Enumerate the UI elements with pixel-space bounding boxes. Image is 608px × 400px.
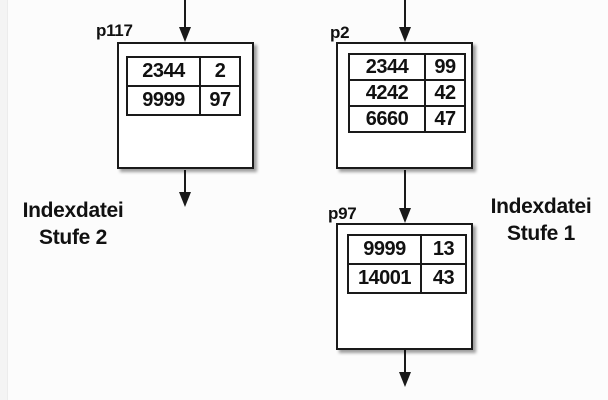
node-label-p97: p97 bbox=[328, 204, 357, 223]
arrow-line-p2-to-p97 bbox=[404, 170, 406, 209]
pointer-cell: 47 bbox=[424, 105, 466, 133]
page-edge-strip bbox=[0, 0, 8, 400]
arrowhead-down-icon bbox=[179, 27, 191, 42]
node-label-p2: p2 bbox=[330, 23, 350, 42]
node-label-p117: p117 bbox=[96, 21, 133, 40]
caption-line-1: Indexdatei bbox=[490, 195, 592, 218]
caption-indexdatei-stufe-1: Indexdatei Stufe 1 bbox=[476, 193, 606, 247]
arrow-line-into-p2 bbox=[404, 0, 406, 28]
pointer-cell: 43 bbox=[420, 263, 467, 294]
caption-line-2: Stufe 1 bbox=[507, 222, 575, 245]
key-cell: 9999 bbox=[347, 234, 422, 265]
pointer-cell: 2 bbox=[199, 56, 241, 87]
pointer-cell: 42 bbox=[424, 79, 466, 107]
arrowhead-down-icon bbox=[399, 208, 411, 223]
arrowhead-down-icon bbox=[399, 27, 411, 42]
key-cell: 9999 bbox=[126, 85, 201, 116]
caption-line-1: Indexdatei bbox=[22, 199, 124, 222]
key-cell: 14001 bbox=[347, 263, 422, 294]
arrow-line-into-p117 bbox=[184, 0, 186, 28]
key-cell: 2344 bbox=[126, 56, 201, 87]
key-cell: 2344 bbox=[348, 53, 426, 81]
caption-indexdatei-stufe-2: Indexdatei Stufe 2 bbox=[8, 197, 138, 251]
caption-line-2: Stufe 2 bbox=[39, 226, 107, 249]
arrow-line-out-of-p97 bbox=[404, 350, 406, 373]
arrow-line-out-of-p117 bbox=[184, 170, 186, 193]
key-cell: 6660 bbox=[348, 105, 426, 133]
key-cell: 4242 bbox=[348, 79, 426, 107]
pointer-cell: 97 bbox=[199, 85, 241, 116]
arrowhead-down-icon bbox=[179, 192, 191, 207]
pointer-cell: 13 bbox=[420, 234, 467, 265]
pointer-cell: 99 bbox=[424, 53, 466, 81]
arrowhead-down-icon bbox=[399, 372, 411, 387]
